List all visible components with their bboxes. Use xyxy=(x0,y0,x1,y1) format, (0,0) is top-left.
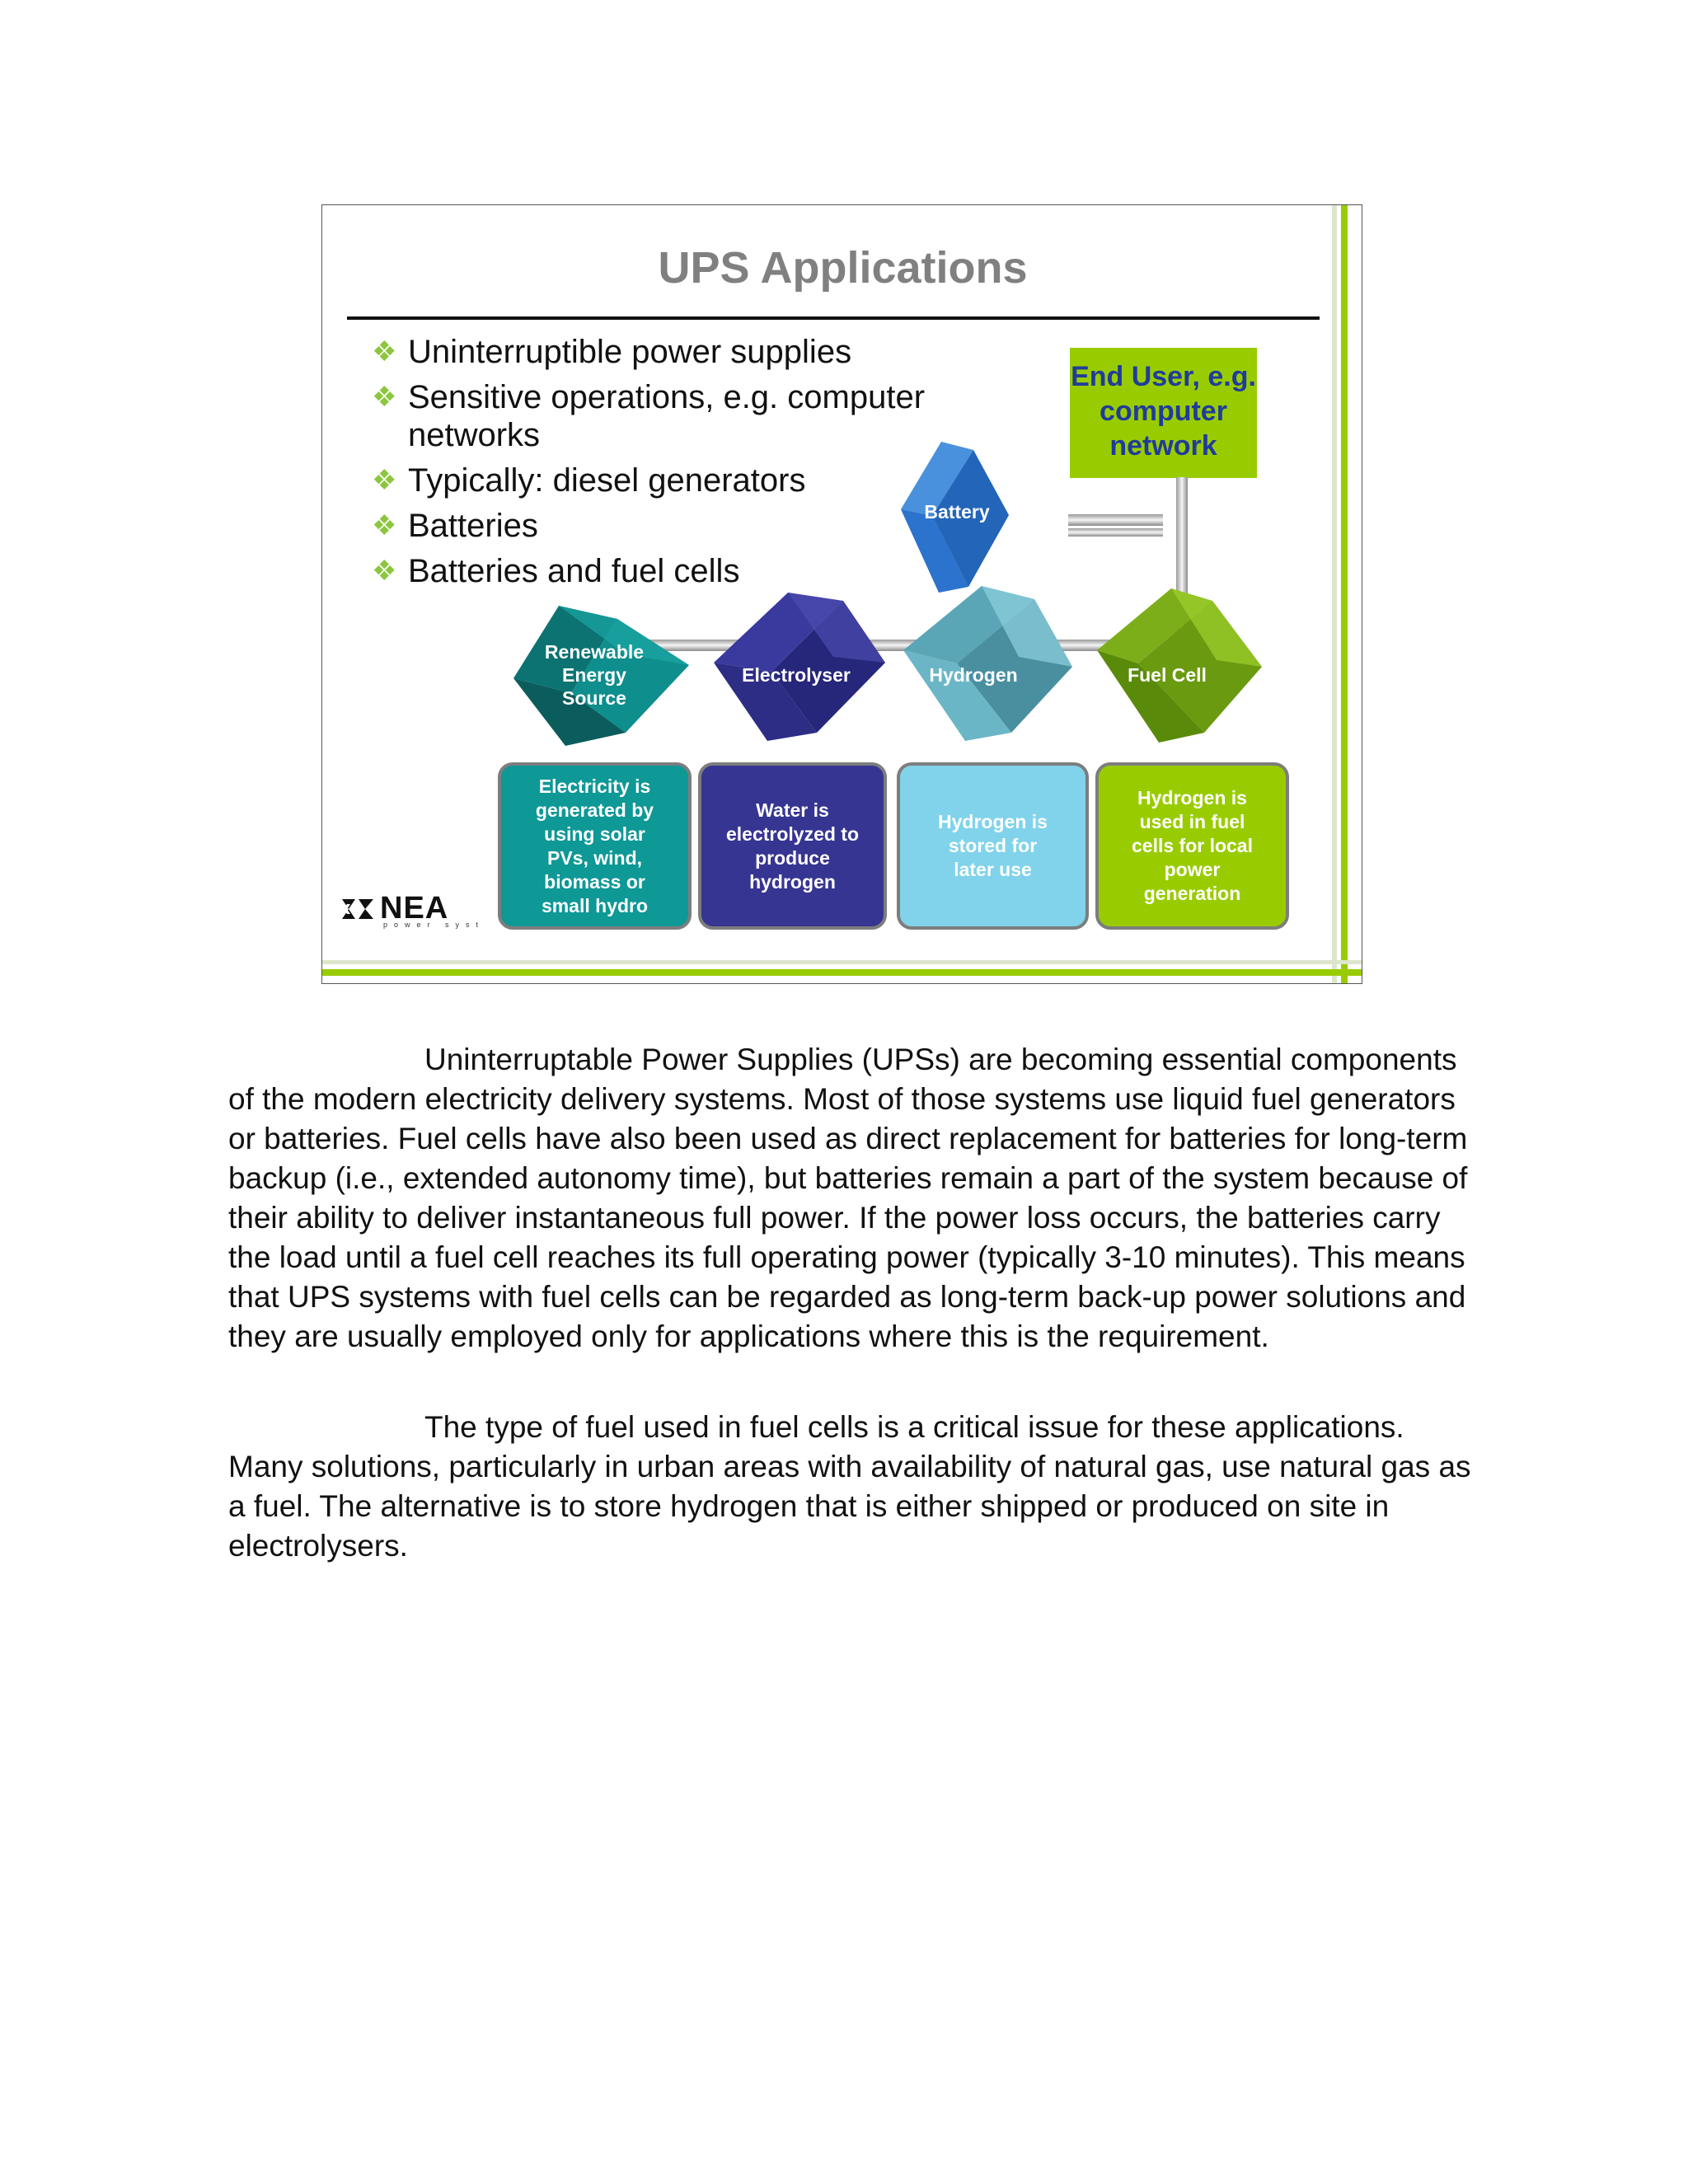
paragraph-text: Uninterruptable Power Supplies (UPSs) ar… xyxy=(228,1043,1467,1353)
description-line: power xyxy=(1132,858,1253,882)
renewable-label-line: Energy xyxy=(532,663,656,687)
logo-subtext: power syst xyxy=(383,921,485,929)
battery-label: Battery xyxy=(895,500,1019,523)
description-line: electrolyzed to xyxy=(726,823,859,846)
hydrogen-label: Hydrogen xyxy=(912,663,1035,687)
renewable-description-box: Electricity is generated by using solar … xyxy=(498,762,692,930)
description-line: generated by xyxy=(536,799,654,823)
description-line: hydrogen xyxy=(726,870,859,894)
electrolyser-label: Electrolyser xyxy=(726,663,866,687)
body-paragraph-2: The type of fuel used in fuel cells is a… xyxy=(228,1408,1481,1566)
renewable-label-line: Source xyxy=(532,687,656,710)
description-line: biomass or xyxy=(536,870,654,894)
description-line: Water is xyxy=(726,799,859,823)
description-line: later use xyxy=(938,858,1048,882)
paragraph-text: The type of fuel used in fuel cells is a… xyxy=(228,1410,1471,1563)
description-line: Electricity is xyxy=(536,775,654,799)
logo-mark-icon xyxy=(340,893,377,926)
pipe-battery-enduser-lower xyxy=(1068,528,1163,537)
renewable-label-line: Renewable xyxy=(532,640,656,663)
description-line: generation xyxy=(1132,882,1253,906)
description-line: using solar xyxy=(536,823,654,846)
description-line: stored for xyxy=(938,834,1048,858)
description-line: cells for local xyxy=(1132,834,1253,858)
description-line: PVs, wind, xyxy=(536,846,654,870)
renewable-energy-label: Renewable Energy Source xyxy=(532,640,656,710)
description-line: Hydrogen is xyxy=(938,810,1048,834)
description-line: used in fuel xyxy=(1132,810,1253,834)
description-line: small hydro xyxy=(536,894,654,918)
company-logo: NEA power syst xyxy=(340,889,522,929)
electrolyser-description-box: Water is electrolyzed to produce hydroge… xyxy=(698,762,887,930)
hydrogen-description-box: Hydrogen is stored for later use xyxy=(897,762,1089,930)
pipe-battery-enduser xyxy=(1068,514,1163,526)
description-line: produce xyxy=(726,846,859,870)
ups-applications-slide: UPS Applications ❖Uninterruptible power … xyxy=(321,204,1362,984)
description-line: Hydrogen is xyxy=(1132,786,1253,810)
body-paragraph-1: Uninterruptable Power Supplies (UPSs) ar… xyxy=(228,1040,1481,1357)
fuel-cell-label: Fuel Cell xyxy=(1105,663,1229,687)
fuel-cell-description-box: Hydrogen is used in fuel cells for local… xyxy=(1095,762,1289,930)
